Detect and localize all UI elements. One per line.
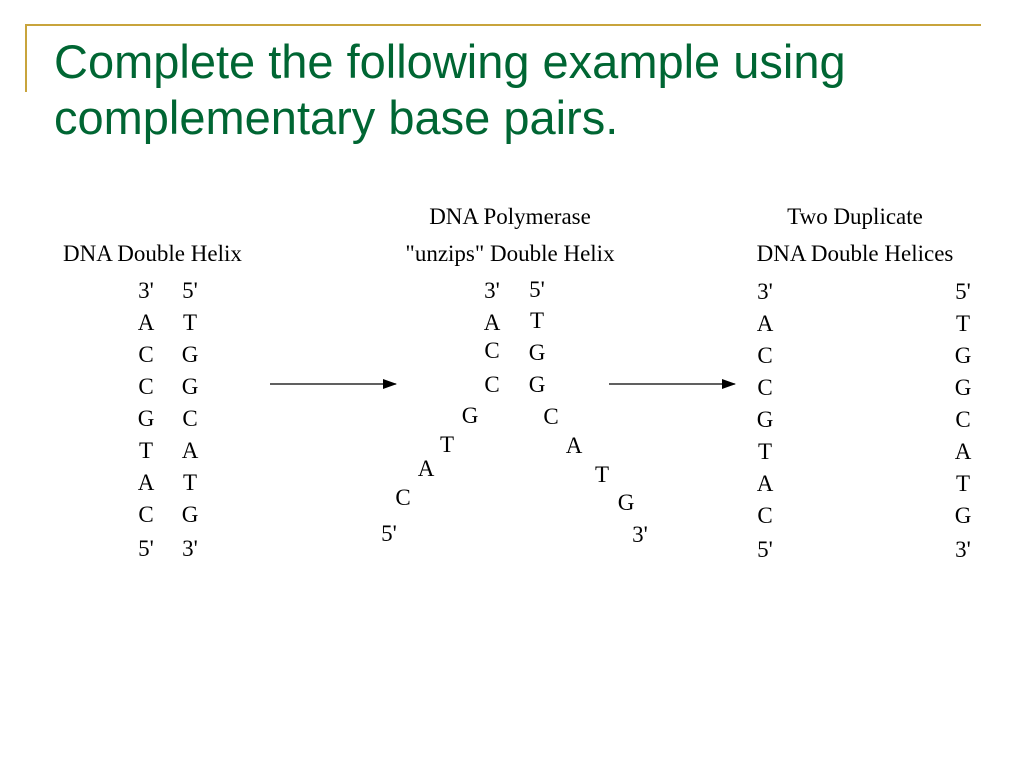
left-a-base: A xyxy=(137,470,155,495)
left-a-base: 5' xyxy=(138,536,154,561)
left-b-base: G xyxy=(181,374,199,399)
right-b-base: G xyxy=(954,343,972,368)
middle-panel-heading-line-2: "unzips" Double Helix xyxy=(405,241,615,266)
left-panel-heading: DNA Double Helix xyxy=(63,241,242,266)
left-b-base: G xyxy=(181,502,199,527)
left-b-base: G xyxy=(181,342,199,367)
right-b-base: 3' xyxy=(955,537,971,562)
middle-a-base: C xyxy=(395,485,411,510)
right-b-base: T xyxy=(955,311,971,336)
right-a-base: 3' xyxy=(757,279,773,304)
middle-a-base: C xyxy=(484,372,500,397)
middle-b-base: G xyxy=(528,340,546,365)
left-b-base: C xyxy=(182,406,198,431)
right-a-base: 5' xyxy=(757,537,773,562)
right-a-base: C xyxy=(757,375,773,400)
left-a-base: C xyxy=(138,342,154,367)
left-b-base: 3' xyxy=(182,536,198,561)
left-b-base: T xyxy=(182,310,198,335)
left-a-base: C xyxy=(138,502,154,527)
middle-panel-heading-line-1: DNA Polymerase xyxy=(429,204,591,229)
accent-rule-top xyxy=(25,24,981,26)
right-b-base: 5' xyxy=(955,279,971,304)
title-line-2: complementary base pairs. xyxy=(54,91,619,144)
left-a-base: T xyxy=(138,438,154,463)
left-a-base: A xyxy=(137,310,155,335)
right-a-base: C xyxy=(757,343,773,368)
accent-rule-left xyxy=(25,24,27,92)
right-b-base: A xyxy=(954,439,972,464)
middle-a-base: A xyxy=(417,456,435,481)
left-a-base: C xyxy=(138,374,154,399)
middle-b-base: A xyxy=(565,433,583,458)
right-b-base: C xyxy=(955,407,971,432)
left-b-base: 5' xyxy=(182,278,198,303)
middle-b-base: G xyxy=(528,372,546,397)
middle-a-base: T xyxy=(439,432,455,457)
left-a-base: 3' xyxy=(138,278,154,303)
middle-b-base: T xyxy=(529,308,545,333)
left-b-base: A xyxy=(181,438,199,463)
left-a-base: G xyxy=(137,406,155,431)
middle-b-base: 5' xyxy=(529,277,545,302)
right-a-base: C xyxy=(757,503,773,528)
middle-b-base: C xyxy=(543,404,559,429)
middle-b-base: T xyxy=(594,462,610,487)
left-b-base: T xyxy=(182,470,198,495)
middle-a-base: 3' xyxy=(484,278,500,303)
right-b-base: T xyxy=(955,471,971,496)
slide-title: Complete the following example using com… xyxy=(54,34,1004,146)
right-panel-heading-line-2: DNA Double Helices xyxy=(756,241,954,266)
middle-a-base: 5' xyxy=(381,521,397,546)
right-a-base: A xyxy=(756,311,774,336)
right-b-base: G xyxy=(954,503,972,528)
right-a-base: G xyxy=(756,407,774,432)
middle-a-base: C xyxy=(484,338,500,363)
middle-a-base: G xyxy=(461,403,479,428)
right-b-base: G xyxy=(954,375,972,400)
title-line-1: Complete the following example using xyxy=(54,35,846,88)
middle-b-base: 3' xyxy=(632,522,648,547)
right-a-base: T xyxy=(757,439,773,464)
middle-a-base: A xyxy=(483,310,501,335)
middle-b-base: G xyxy=(617,490,635,515)
right-panel-heading-line-1: Two Duplicate xyxy=(787,204,923,229)
right-a-base: A xyxy=(756,471,774,496)
